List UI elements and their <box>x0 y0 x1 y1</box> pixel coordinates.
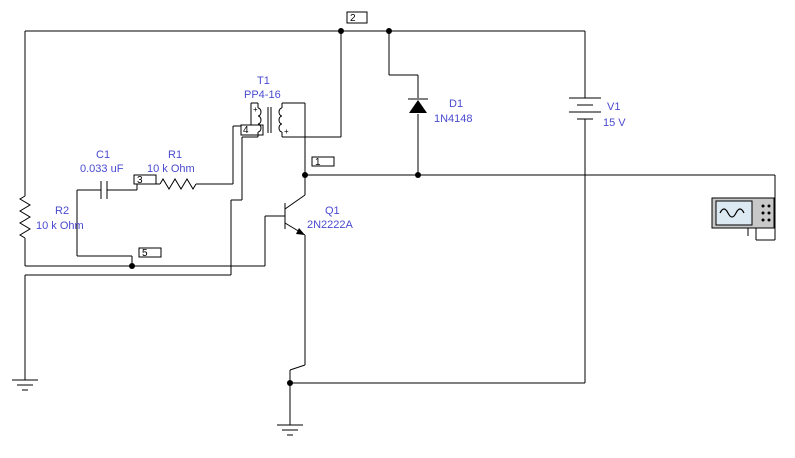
v1-value: 15 V <box>603 117 626 129</box>
r2-value: 10 k Ohm <box>36 220 84 232</box>
wires <box>24 30 776 425</box>
ground-icon <box>12 379 38 391</box>
battery-v1[interactable] <box>569 97 601 126</box>
junction-dot <box>287 380 293 386</box>
d1-ref: D1 <box>449 98 463 110</box>
junction-dot <box>415 172 421 178</box>
junction-dot <box>386 28 392 34</box>
resistor-r1[interactable] <box>159 178 197 190</box>
t1-value: PP4-16 <box>244 89 281 101</box>
svg-text:1: 1 <box>315 157 321 168</box>
r1-value: 10 k Ohm <box>147 163 195 175</box>
r1-ref: R1 <box>168 149 182 161</box>
capacitor-c1[interactable] <box>100 181 113 199</box>
node-label-2: 2 <box>346 11 368 24</box>
svg-text:5: 5 <box>142 248 148 259</box>
d1-value: 1N4148 <box>434 113 473 125</box>
junctions <box>129 28 421 386</box>
ground-icon <box>277 424 303 436</box>
resistor-r2[interactable] <box>19 195 31 239</box>
junction-dot <box>338 28 344 34</box>
node-label-1: 1 <box>311 156 335 168</box>
t1-pin-plus: + <box>253 105 258 114</box>
junction-dot <box>302 172 308 178</box>
r2-ref: R2 <box>55 205 69 217</box>
oscilloscope-icon[interactable] <box>711 197 775 236</box>
q1-ref: Q1 <box>325 205 340 217</box>
t1-ref: T1 <box>257 75 270 87</box>
transistor-q1[interactable] <box>284 194 306 236</box>
v1-ref: V1 <box>607 101 620 113</box>
junction-dot <box>129 263 135 269</box>
transformer-t1[interactable]: + + <box>253 103 289 137</box>
diode-d1[interactable] <box>408 98 428 113</box>
c1-value: 0.033 uF <box>80 163 124 175</box>
c1-ref: C1 <box>96 149 110 161</box>
svg-text:3: 3 <box>137 175 143 186</box>
node-label-4: 4 <box>240 124 264 136</box>
t1-pin-plus: + <box>284 127 289 136</box>
node-label-3: 3 <box>133 174 157 186</box>
svg-text:2: 2 <box>350 13 356 24</box>
q1-value: 2N2222A <box>307 219 354 231</box>
svg-text:4: 4 <box>243 125 249 136</box>
node-label-5: 5 <box>138 247 162 259</box>
